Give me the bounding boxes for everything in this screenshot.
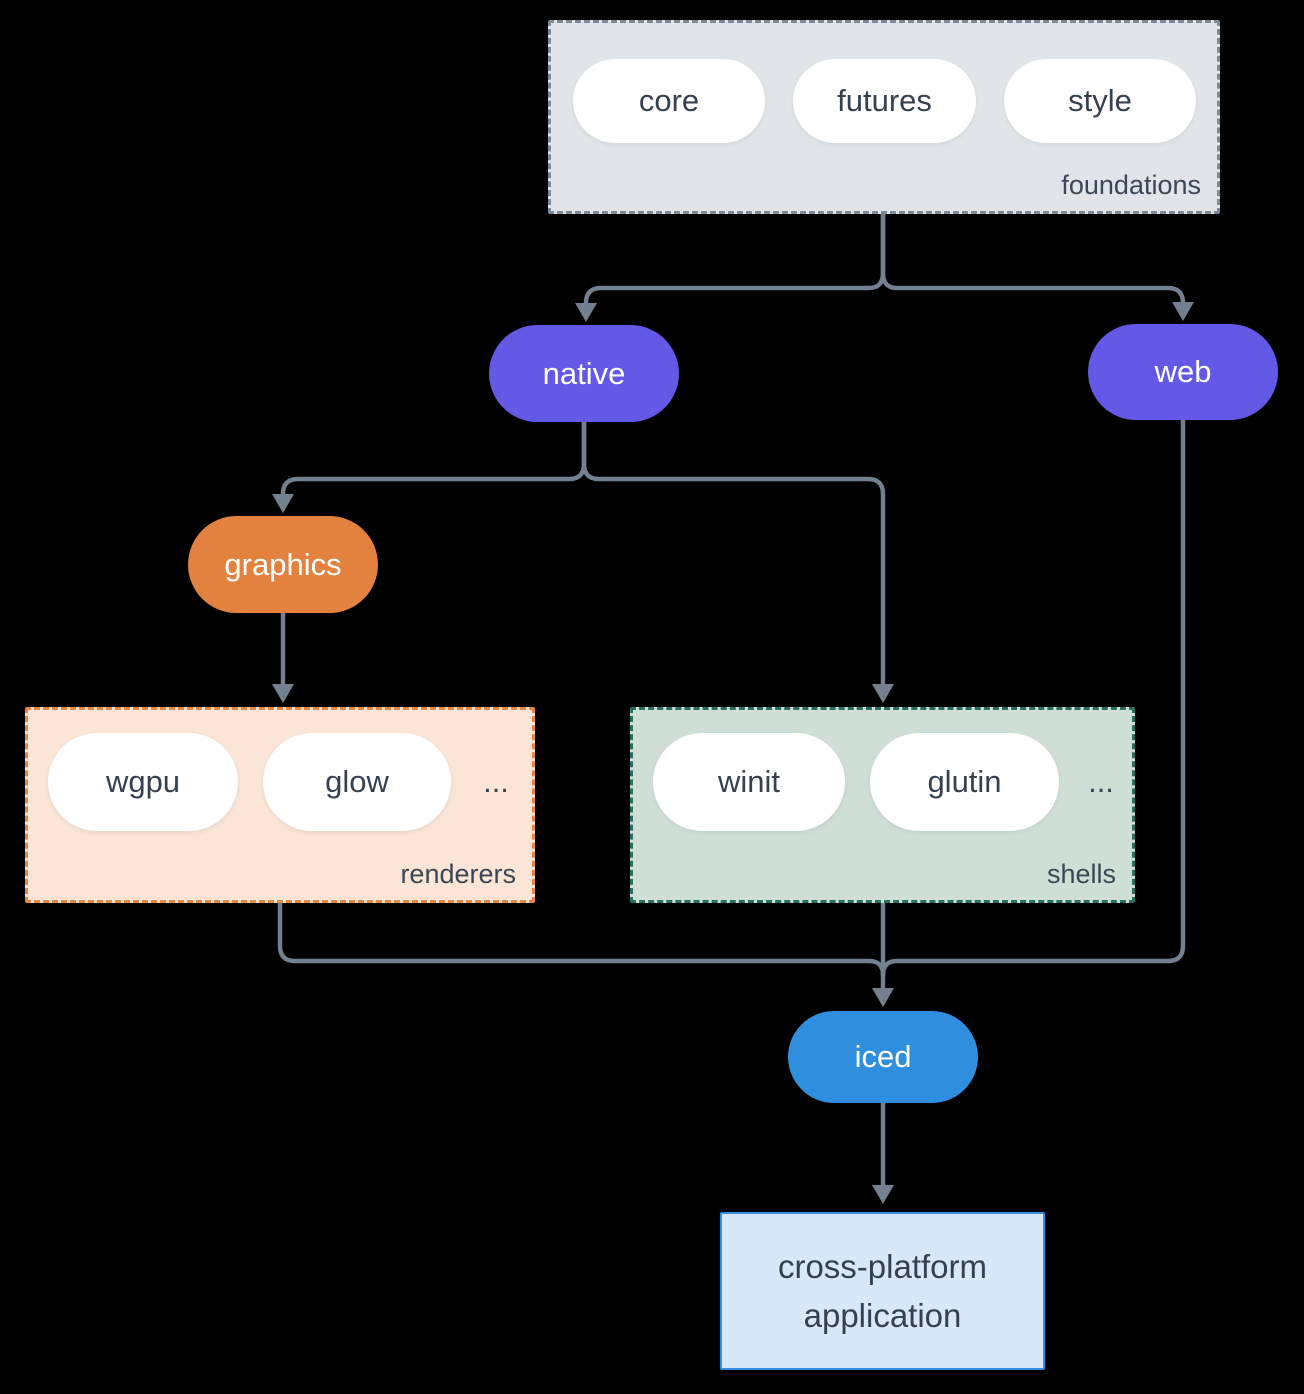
web-node: web — [1088, 324, 1278, 420]
arrowhead-iced — [872, 988, 894, 1007]
application-node-label-line1: cross-platform — [777, 1248, 988, 1285]
native-node-label: native — [542, 355, 626, 391]
arrowhead-application — [872, 1185, 894, 1204]
graphics-node: graphics — [188, 516, 378, 613]
winit-node-label: winit — [717, 764, 780, 799]
foundations-group-label: foundations — [1061, 170, 1201, 200]
renderers-ellipsis: ... — [483, 764, 509, 799]
wgpu-node-label: wgpu — [105, 764, 181, 799]
style-node: style — [1004, 59, 1196, 143]
core-node-label: core — [638, 83, 700, 118]
edge-native-to-shells — [581, 422, 886, 687]
wgpu-node: wgpu — [48, 733, 238, 831]
iced-node-label: iced — [854, 1039, 912, 1074]
arrowhead-renderers — [272, 684, 294, 703]
native-node: native — [489, 325, 679, 422]
winit-node: winit — [653, 733, 845, 831]
arrowhead-web — [1172, 302, 1194, 321]
application-node-label-line2: application — [803, 1297, 962, 1334]
graphics-node-label: graphics — [224, 546, 342, 582]
renderers-group-label: renderers — [400, 859, 516, 889]
glutin-node: glutin — [870, 733, 1059, 831]
glow-node-label: glow — [325, 764, 389, 799]
arrowhead-native — [575, 303, 597, 322]
edge-foundations-to-native — [583, 214, 886, 306]
futures-node: futures — [793, 59, 976, 143]
web-node-label: web — [1154, 354, 1212, 389]
glutin-node-label: glutin — [927, 764, 1002, 799]
arrowhead-shells — [872, 684, 894, 703]
application-node: cross-platform application — [720, 1212, 1045, 1370]
shells-ellipsis: ... — [1088, 764, 1114, 799]
edge-foundations-to-web — [880, 214, 1186, 305]
style-node-label: style — [1068, 83, 1132, 118]
shells-group-label: shells — [1046, 859, 1116, 889]
glow-node: glow — [263, 733, 451, 831]
core-node: core — [573, 59, 765, 143]
edge-renderers-to-iced — [277, 903, 886, 976]
futures-node-label: futures — [837, 83, 932, 118]
edge-native-to-graphics — [280, 422, 587, 497]
foundations-group: core futures style foundations — [548, 20, 1220, 214]
shells-group: winit glutin ... shells — [630, 707, 1135, 903]
arrowhead-graphics — [272, 494, 294, 513]
renderers-group: wgpu glow ... renderers — [25, 707, 535, 903]
iced-node: iced — [788, 1011, 978, 1103]
